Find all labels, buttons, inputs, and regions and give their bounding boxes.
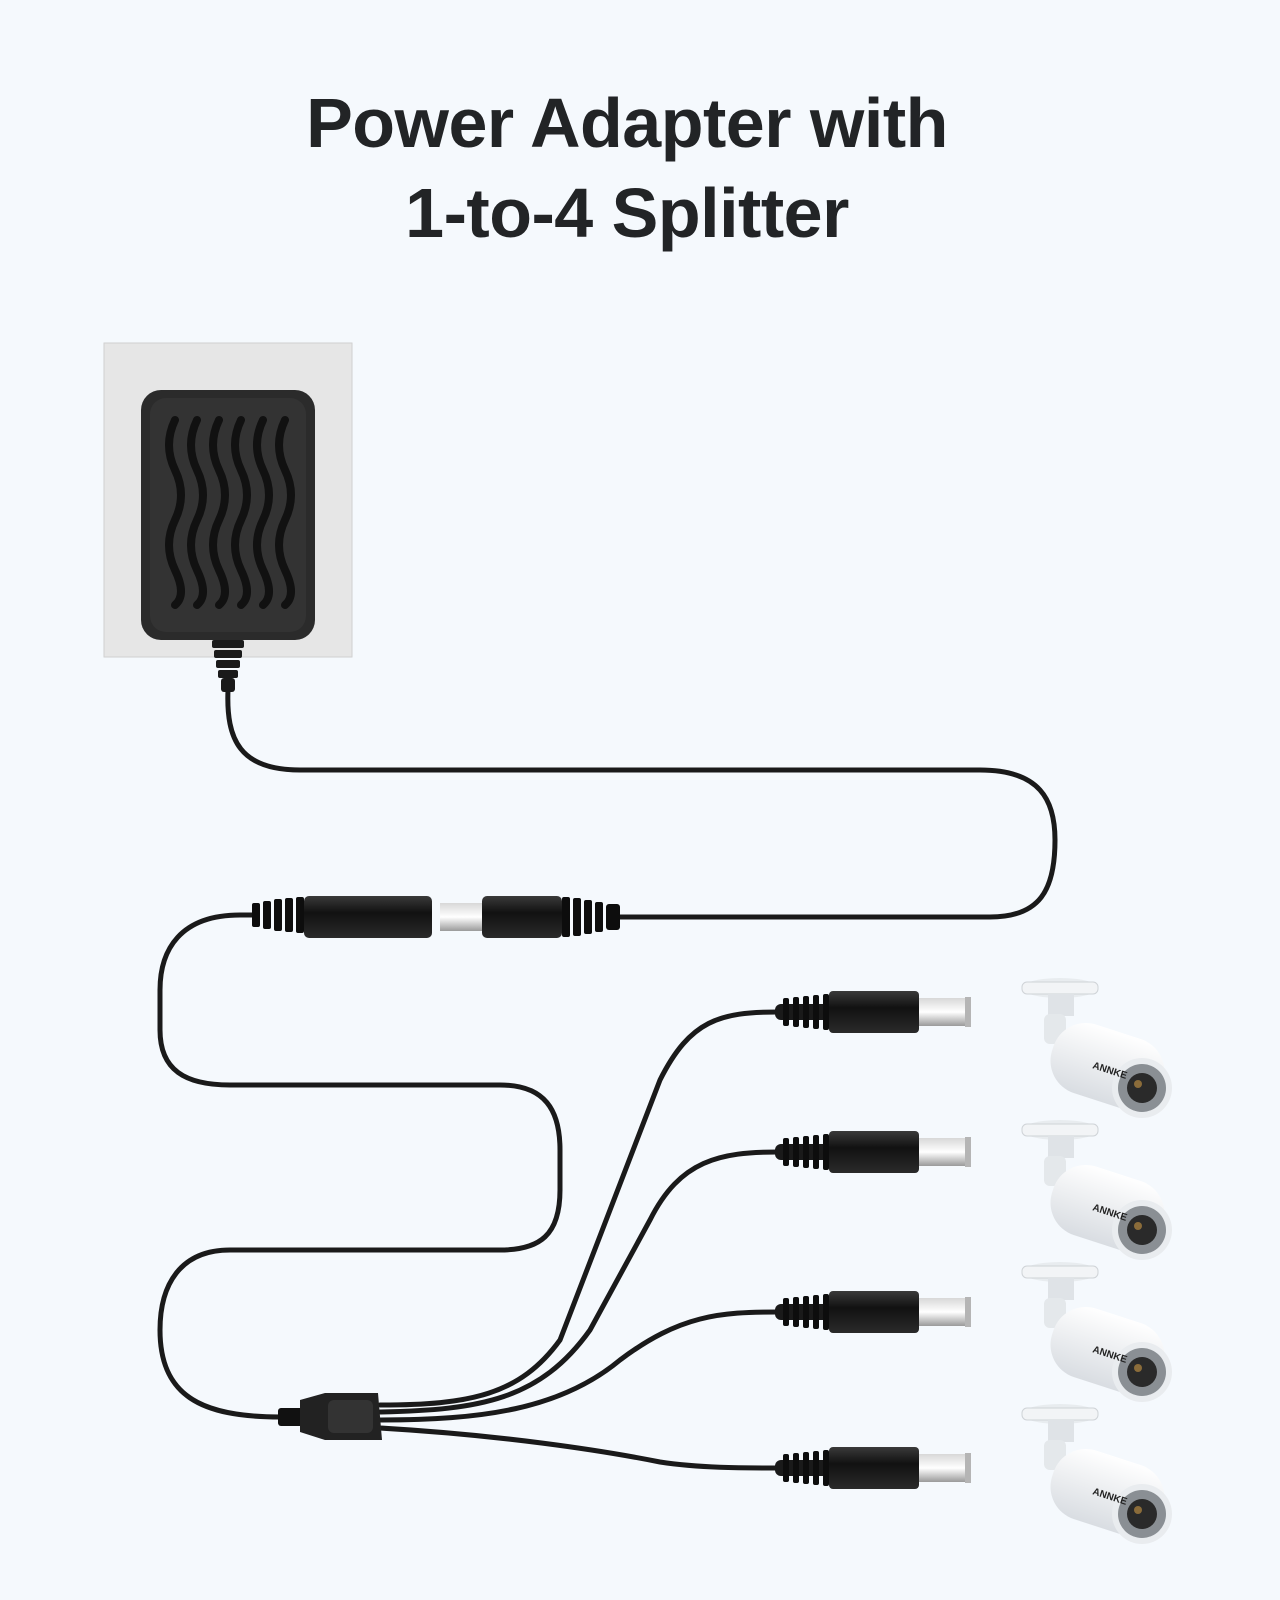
title-line-1: Power Adapter with <box>306 84 948 162</box>
dc-plug-4 <box>775 1447 971 1489</box>
dc-plug-1 <box>775 991 971 1033</box>
power-adapter <box>141 390 315 692</box>
vent-slots-icon <box>165 416 295 609</box>
dc-plug-3 <box>775 1291 971 1333</box>
cables <box>157 687 1058 1471</box>
page-title: Power Adapter with 1-to-4 Splitter <box>0 78 1254 258</box>
security-camera-4: ANNKE <box>1021 1403 1174 1545</box>
security-camera-3: ANNKE <box>1021 1261 1174 1403</box>
dc-plug-2 <box>775 1131 971 1173</box>
security-camera-2: ANNKE <box>1021 1119 1174 1261</box>
splitter-hub <box>278 1393 382 1440</box>
dc-male-connector <box>440 896 620 938</box>
title-line-2: 1-to-4 Splitter <box>405 174 849 252</box>
security-camera-1: ANNKE <box>1021 977 1174 1119</box>
dc-female-connector <box>252 896 432 938</box>
